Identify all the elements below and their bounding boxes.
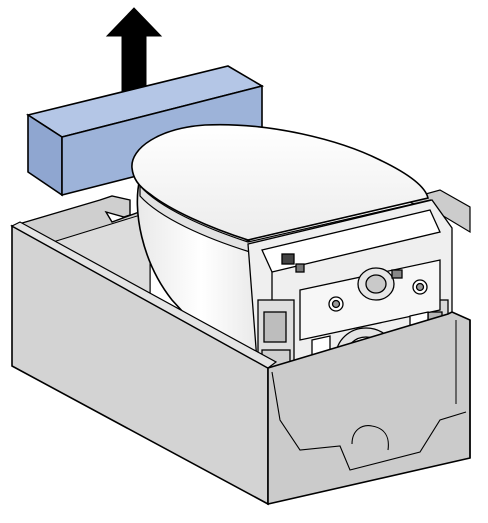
box-front (10, 221, 471, 506)
toilet-body (131, 123, 431, 361)
